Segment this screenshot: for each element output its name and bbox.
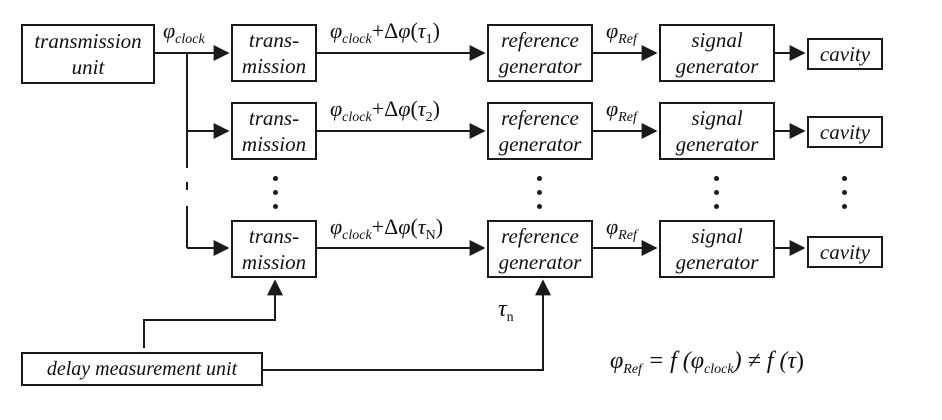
transmission-unit-block: transmission unit [21,24,155,84]
label-phi-ref-3: φRef [606,214,637,243]
reference-generator-block-1: reference generator [487,24,593,82]
reference-generator-block-2: reference generator [487,102,593,160]
signal-line1: signal [691,28,743,52]
reference-line2: generator [498,132,582,156]
reference-line1: reference [501,106,579,130]
signal-line2: generator [675,132,759,156]
wire-delay-to-tx [143,279,283,348]
transmission-line1: trans- [248,28,300,52]
reference-line1: reference [501,224,579,248]
signal-generator-block-2: signal generator [659,102,775,160]
transmission-line2: mission [241,54,307,78]
cavity-label: cavity [819,120,871,144]
transmission-block-1: trans- mission [231,24,317,82]
label-tau-n: τn [498,296,514,325]
signal-line1: signal [691,106,743,130]
cavity-block-1: cavity [807,38,883,70]
signal-line2: generator [675,250,759,274]
label-phi-clock: φclock [163,18,205,47]
cavity-label: cavity [819,42,871,66]
signal-generator-block-3: signal generator [659,220,775,278]
transmission-block-2: trans- mission [231,102,317,160]
label-phase-N: φclock+Δφ(τN) [330,214,444,243]
signal-generator-block-1: signal generator [659,24,775,82]
label-phi-ref-2: φRef [606,96,637,125]
transmission-line1: trans- [248,224,300,248]
reference-line2: generator [498,54,582,78]
delay-measurement-label: delay measurement unit [46,358,238,380]
transmission-block-3: trans- mission [231,220,317,278]
reference-line2: generator [498,250,582,274]
label-phase-1: φclock+Δφ(τ1) [330,18,440,47]
cavity-label: cavity [819,240,871,264]
signal-line1: signal [691,224,743,248]
cavity-block-3: cavity [807,236,883,268]
transmission-unit-line2: unit [71,55,105,79]
reference-line1: reference [501,28,579,52]
delay-measurement-unit-block: delay measurement unit [21,352,263,386]
equation-phi-ref: φRef = f (φclock) ≠ f (τ) [610,348,805,377]
transmission-line2: mission [241,250,307,274]
label-phase-2: φclock+Δφ(τ2) [330,96,440,125]
reference-generator-block-3: reference generator [487,220,593,278]
wire-delay-to-ref [262,279,551,371]
label-phi-ref-1: φRef [606,18,637,47]
cavity-block-2: cavity [807,116,883,148]
transmission-line2: mission [241,132,307,156]
transmission-line1: trans- [248,106,300,130]
signal-line2: generator [675,54,759,78]
transmission-unit-line1: transmission [34,29,142,53]
